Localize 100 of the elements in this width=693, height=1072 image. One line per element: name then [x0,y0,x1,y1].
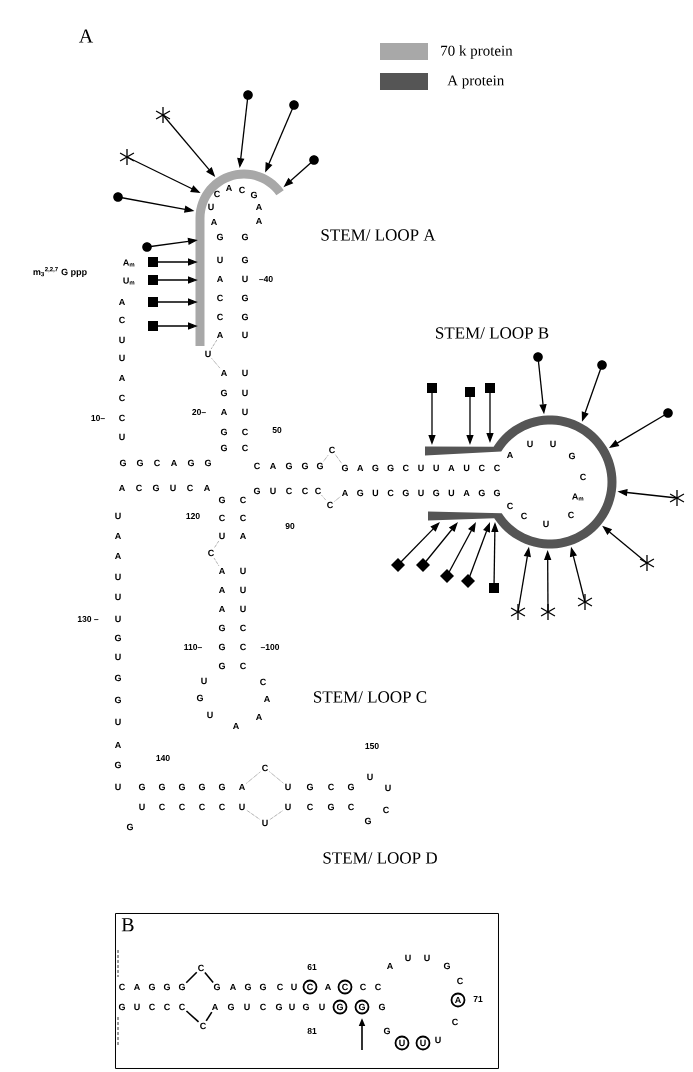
nucleotide-letter: G [136,459,143,467]
position-number: 150 [365,743,379,749]
nucleotide-letter: C [240,496,246,504]
nucleotide-letter: C [521,512,527,520]
nucleotide-letter: G [383,1027,390,1035]
nucleotide-letter: U [115,593,121,601]
nucleotide-letter: G [178,783,185,791]
nucleotide-letter: A [220,369,227,377]
nucleotide-letter: A [506,451,513,459]
nucleotide-letter: C [240,662,246,670]
position-number: 71 [473,996,483,1002]
nucleotide-letter: U [244,1003,250,1011]
nucleotide-letter: C [328,783,334,791]
nucleotide-letter: G [302,1003,309,1011]
nucleotide-letter: U [527,440,533,448]
nucleotide-letter: U [448,489,455,497]
nucleotide-letter: U [424,954,430,962]
nucleotide-letter: G [306,783,313,791]
nucleotide-letter: G [148,983,155,991]
nucleotide-letter: U [219,532,225,540]
nucleotide-letter: G [241,294,248,302]
nucleotide-letter: C [217,313,223,321]
nucleotide-letter: U [115,653,121,661]
nucleotide-letter: U [240,605,246,613]
nucleotide-letter: U [405,954,411,962]
nucleotide-letter: C [240,514,246,522]
nucleotide-letter: U [119,433,125,441]
nucleotide-letter: C [307,803,313,811]
nucleotide-letter: G [259,983,266,991]
nucleotide-letter: A [232,722,239,730]
nucleotide-letter: C [375,983,381,991]
nucleotide-letter: G [114,696,121,704]
nucleotide-letter: U [115,573,121,581]
nucleotide-letter: A [357,464,364,472]
nucleotide-letter: G [198,783,205,791]
nucleotide-letter: A [218,586,225,594]
nucleotide-letter: G [218,662,225,670]
nucleotide-letter: G [275,1003,282,1011]
nucleotide-letter: U [115,783,121,791]
position-number: 120 [186,513,200,519]
nucleotide-letter: C [198,964,204,972]
nucleotide-letter: C [200,1022,206,1030]
nucleotide-letter: A [218,567,225,575]
nucleotide-letter: U [139,803,145,811]
nucleotide-letter: C [478,464,485,472]
nucleotide-letter: U [418,464,424,472]
nucleotide-letter: C [179,803,185,811]
nucleotide-letter: A$_{m}$ [123,259,135,267]
nucleotide-letter: C [383,806,389,814]
nucleotide-letter: U [242,275,248,283]
nucleotide-letter: C [179,1003,185,1011]
nucleotide-letter: A [463,489,470,497]
nucleotide-letter: G [250,191,257,199]
position-number: 10– [91,415,105,421]
nucleotide-letter: G [118,1003,125,1011]
nucleotide-letter: G [327,803,334,811]
nucleotide-letter: C [302,487,308,495]
nucleotide-letter: G [213,983,220,991]
nucleotide-letter: C [262,764,268,772]
nucleotide-letter: C [239,186,245,194]
nucleotide-letter: A [255,203,262,211]
nucleotide-letter: C [164,1003,170,1011]
nucleotide-letter: A [216,275,223,283]
nucleotide-letter: A [239,532,246,540]
nucleotide-letter: U [550,440,556,448]
nucleotide-letter: U [217,256,223,264]
nucleotide-letter: U [240,567,246,575]
nucleotide-letter: A [170,459,177,467]
circled-nucleotide: A [450,992,466,1008]
nucleotide-letter: C [387,489,394,497]
nucleotide-letter: C [154,459,160,467]
nucleotide-letter: C [149,1003,155,1011]
nucleotide-letter: C [327,501,333,509]
nucleotide-letter: C [494,464,500,472]
nucleotide-letter: U$_{m}$ [123,277,135,285]
nucleotide-letter: A [218,605,225,613]
nucleotide-letter: G [402,489,409,497]
legend-label: 70 k protein [441,45,513,59]
nucleotide-letter: C [260,1003,266,1011]
nucleotide-letter: C [136,484,142,492]
nucleotide-letter: G [364,817,371,825]
nucleotide-letter: G [378,1003,385,1011]
nucleotide-letter: A [263,695,270,703]
nucleotide-letter: G [433,489,440,497]
nucleotide-letter: U [242,408,248,416]
nucleotide-letter: C [254,462,260,470]
nucleotide-letter: C [214,190,220,198]
nucleotide-letter: G [218,643,225,651]
nucleotide-letter: G [216,233,223,241]
nucleotide-letter: C [240,643,246,651]
nucleotide-letter: G [241,233,248,241]
structure-label: STEM/ LOOP B [436,327,549,339]
nucleotide-letter: U [285,803,291,811]
position-number: –100 [260,644,280,650]
nucleotide-letter: G [372,464,379,472]
circled-nucleotide: C [302,979,318,995]
nucleotide-letter: U [289,1003,295,1011]
nucleotide-letter: G [244,983,251,991]
structure-label: STEM/ LOOP A [321,229,436,241]
nucleotide-letter: U [240,586,246,594]
